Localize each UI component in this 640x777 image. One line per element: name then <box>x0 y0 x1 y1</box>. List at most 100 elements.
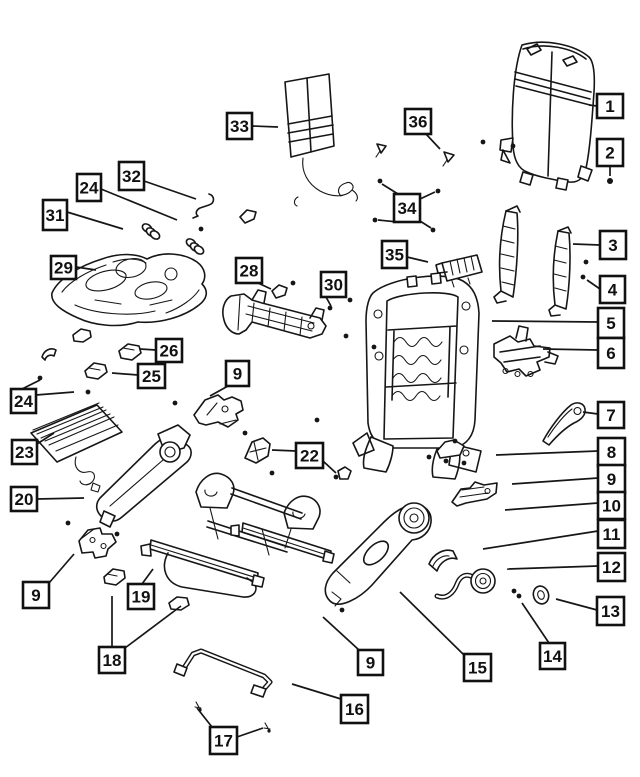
callout-6[interactable]: 6 <box>596 336 626 370</box>
callout-1[interactable]: 1 <box>595 92 625 120</box>
callout-number: 26 <box>160 342 179 361</box>
leader-line-22 <box>322 460 337 474</box>
leader-line-7 <box>582 411 599 415</box>
callout-36[interactable]: 36 <box>403 107 433 136</box>
callout-9-bottom-center[interactable]: 9 <box>356 648 385 677</box>
callout-13[interactable]: 13 <box>595 595 626 627</box>
part-seat-back-pillars <box>493 205 572 317</box>
callout-31[interactable]: 31 <box>41 198 69 232</box>
callout-28[interactable]: 28 <box>234 256 264 285</box>
callout-box <box>598 229 628 261</box>
callout-number: 6 <box>606 344 615 363</box>
screw-fastener-dot <box>426 454 432 460</box>
callout-number: 25 <box>142 367 161 386</box>
part-seat-cushion-pan <box>51 253 208 327</box>
callout-7[interactable]: 7 <box>596 400 626 430</box>
part-side-rail <box>222 289 327 339</box>
callout-box <box>596 490 627 521</box>
callout-box <box>208 725 239 756</box>
callout-box <box>9 387 38 415</box>
callout-number: 31 <box>46 206 65 225</box>
callout-box <box>10 438 39 466</box>
callout-9-right[interactable]: 9 <box>596 463 627 495</box>
callout-number: 14 <box>543 647 562 666</box>
callout-35[interactable]: 35 <box>380 239 409 270</box>
leader-line-33 <box>251 125 279 128</box>
callout-box <box>595 92 625 120</box>
callout-22[interactable]: 22 <box>294 441 325 470</box>
callout-24-left[interactable]: 24 <box>9 387 38 415</box>
callout-number: 29 <box>54 259 73 278</box>
callout-number: 19 <box>132 588 151 607</box>
callout-number: 4 <box>608 281 618 300</box>
callout-number: 34 <box>398 199 417 218</box>
callout-24-top[interactable]: 24 <box>75 172 103 203</box>
screw-fastener-dot <box>443 458 449 464</box>
shield-dial <box>398 502 430 534</box>
callout-box <box>339 693 370 725</box>
callout-29[interactable]: 29 <box>49 254 78 281</box>
callout-box <box>392 192 422 224</box>
callout-12[interactable]: 12 <box>596 551 627 583</box>
callout-number: 5 <box>606 314 615 333</box>
part-seat-back-panel <box>499 41 596 191</box>
callout-30[interactable]: 30 <box>319 270 348 299</box>
callout-3[interactable]: 3 <box>598 229 628 261</box>
callout-8[interactable]: 8 <box>596 436 627 468</box>
callout-number: 20 <box>15 490 34 509</box>
callout-box <box>595 137 625 168</box>
callout-4[interactable]: 4 <box>598 274 627 305</box>
leader-line-35 <box>406 256 429 263</box>
leader-line-5 <box>491 320 599 323</box>
callout-20[interactable]: 20 <box>9 485 39 513</box>
callout-5[interactable]: 5 <box>596 306 626 340</box>
screw-fastener-dot <box>37 375 43 381</box>
callout-17[interactable]: 17 <box>208 725 239 756</box>
frame-springs <box>391 336 443 402</box>
part-rail-clip <box>271 284 288 299</box>
part-connector <box>435 254 483 288</box>
callout-10[interactable]: 10 <box>596 490 627 521</box>
leader-line-16 <box>291 683 342 700</box>
callout-box <box>294 441 325 470</box>
callout-23[interactable]: 23 <box>10 438 39 466</box>
leader-line-36 <box>425 133 441 150</box>
callout-32[interactable]: 32 <box>117 160 146 192</box>
callout-19[interactable]: 19 <box>126 582 156 611</box>
callout-14[interactable]: 14 <box>538 641 567 671</box>
callout-number: 9 <box>233 365 242 384</box>
callout-number: 15 <box>468 659 487 678</box>
callout-9-mid[interactable]: 9 <box>224 359 251 388</box>
heater-wire <box>74 456 101 493</box>
callout-11[interactable]: 11 <box>596 518 627 550</box>
part-latch-bracket <box>451 481 498 507</box>
leader-line-18 <box>124 605 182 649</box>
callout-16[interactable]: 16 <box>339 693 370 725</box>
leader-line-9-bottom-center <box>322 616 360 651</box>
callout-2[interactable]: 2 <box>595 137 625 168</box>
callout-9-bottom-left[interactable]: 9 <box>21 580 51 610</box>
front-loop-bar <box>163 552 257 598</box>
callout-34[interactable]: 34 <box>392 192 422 224</box>
part-map-pocket-panel <box>284 73 358 207</box>
callout-number: 32 <box>122 167 141 186</box>
part-j-hook <box>192 193 215 219</box>
callout-box <box>21 580 51 610</box>
callout-number: 11 <box>603 525 621 544</box>
screw-fastener-dot <box>327 305 333 311</box>
callout-26[interactable]: 26 <box>154 337 184 364</box>
callout-box <box>126 582 156 611</box>
callout-18[interactable]: 18 <box>97 645 127 675</box>
screw-fastener-dot <box>333 474 339 480</box>
callout-15[interactable]: 15 <box>462 652 493 683</box>
callout-number: 35 <box>385 246 404 265</box>
callout-box <box>319 270 348 299</box>
leader-lines <box>21 104 611 738</box>
screw-fastener-dot <box>172 400 178 406</box>
callout-number: 2 <box>605 144 614 163</box>
callout-33[interactable]: 33 <box>225 111 254 141</box>
callout-25[interactable]: 25 <box>136 362 167 390</box>
leader-line-1 <box>588 104 598 107</box>
callout-box <box>97 645 127 675</box>
screw-fastener-dot <box>607 178 613 184</box>
